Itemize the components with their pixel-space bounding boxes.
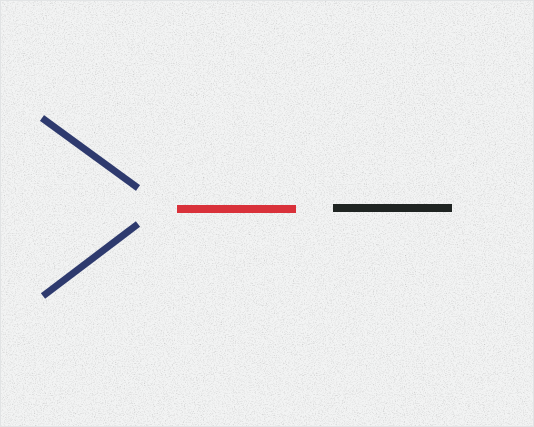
- lower-diagonal-stroke: [40, 221, 141, 299]
- upper-diagonal-stroke: [39, 115, 141, 191]
